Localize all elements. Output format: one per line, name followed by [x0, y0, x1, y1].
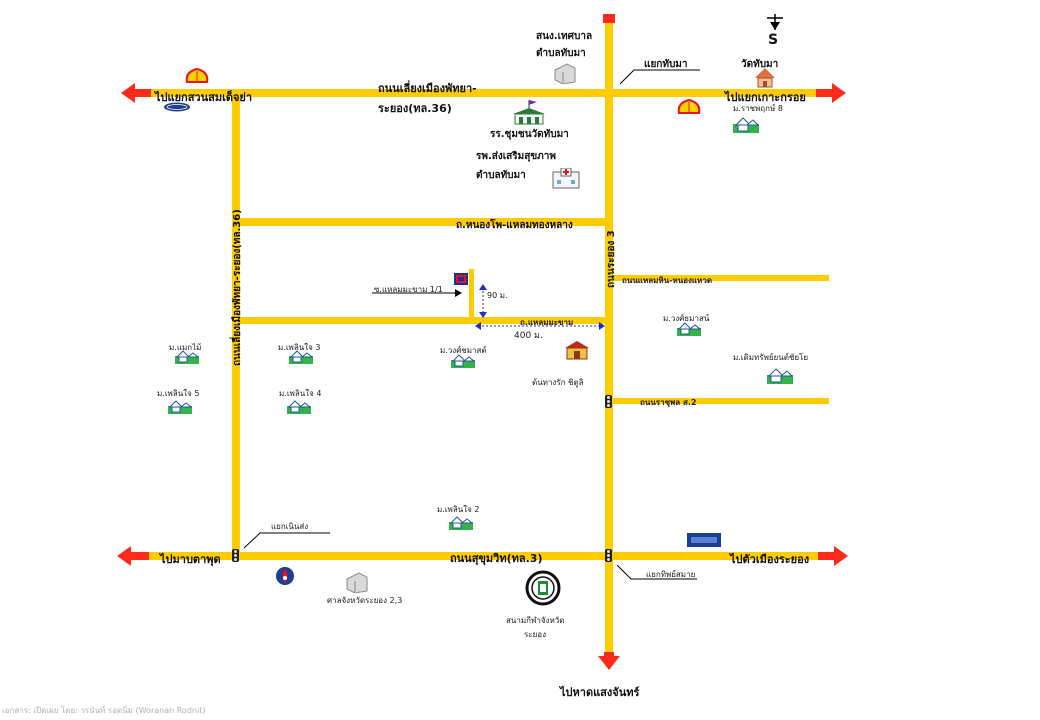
arrow-east-bottom-icon	[818, 546, 848, 566]
village-house-icon	[289, 350, 313, 364]
shell-station-icon	[677, 99, 701, 114]
office-flag-icon	[454, 273, 468, 285]
arrow-south-icon	[598, 652, 620, 670]
village-mae-label: ม.แมกไม้	[169, 343, 202, 352]
school-label: รร.ชุมชนวัดทับมา	[490, 129, 569, 140]
arrow-west-bottom-icon	[117, 546, 149, 566]
road-soi	[469, 269, 474, 317]
village-rich-label: ม.เดิมทรัพย์ยนต์ชัยโย	[733, 353, 809, 362]
court-building-icon	[346, 572, 368, 593]
ratchuphon-road-label: ถนนราชุพล ส.2	[640, 398, 697, 407]
distance-90-label: 90 ม.	[487, 291, 508, 300]
west-bottom-label: ไปมาบตาพุด	[160, 553, 221, 566]
junction-thipsamai-label: แยกทิพย์สมาย	[646, 570, 696, 579]
court-label: ศาลจังหวัดระยอง 2,3	[327, 596, 403, 605]
sukhumvit-label: ถนนสุขุมวิท(ทล.3)	[450, 552, 543, 565]
village-house-icon	[767, 368, 793, 384]
shop-icon	[565, 341, 589, 360]
distance-400-arrow	[475, 322, 605, 330]
compass-label: S	[768, 32, 779, 48]
road-ratchuphon	[613, 398, 829, 404]
west-top-label: ไปแยกสวนสมเด็จย่า	[155, 91, 253, 104]
junction-thapma-pointer	[620, 69, 700, 85]
village-house-icon	[677, 322, 701, 336]
stadium-emblem-icon	[525, 570, 561, 606]
junction-noensong-label: แยกเนินส่ง	[271, 522, 309, 531]
left-road-vertical-label: ถนนเลี่ยงเมืองพัทยา-ระยอง(ทล.36)	[232, 209, 243, 366]
soi-pointer	[372, 289, 462, 297]
arrow-west-top-icon	[121, 83, 151, 103]
municipal-label-2: ตำบลทับมา	[536, 48, 586, 59]
soi-road-label: ถ.แหลมมะขาม	[520, 318, 574, 327]
traffic-light-icon	[605, 395, 612, 408]
village-plern3-label: ม.เพลินใจ 3	[278, 343, 321, 352]
village-plern2-label: ม.เพลินใจ 2	[437, 505, 480, 514]
village-house-icon	[168, 400, 192, 414]
distance-400-label: 400 ม.	[514, 331, 543, 341]
shop-label: ต้นทางรัก ชิตูลิ	[532, 378, 584, 387]
road-right-vertical	[605, 22, 613, 656]
stadium-label: สนามกีฬาจังหวัด	[506, 616, 565, 625]
distance-90-arrow	[479, 284, 487, 318]
village-house-icon	[733, 117, 759, 133]
hospital-icon	[552, 168, 580, 189]
compass-icon	[767, 14, 783, 30]
east-bottom-label: ไปตัวเมืองระยอง	[730, 553, 810, 566]
road-nongpho	[240, 218, 605, 226]
school-icon	[513, 100, 545, 125]
municipal-label: สนง.เทศบาล	[536, 31, 593, 42]
village-house-icon	[451, 354, 475, 368]
nongpho-road-label: ถ.หนองโพ-แหลมทองหลาง	[456, 220, 573, 231]
ptt-station-icon	[276, 567, 294, 585]
east-top-label: ไปแยกเกาะกรอย	[725, 91, 806, 104]
road-top-end-marker	[603, 14, 615, 23]
arrow-east-top-icon	[816, 83, 846, 103]
road-top	[148, 89, 821, 97]
junction-thipsamai-pointer	[617, 565, 697, 580]
village-house-icon	[175, 350, 199, 364]
road-laem-makham	[240, 317, 605, 324]
village-house-icon	[287, 400, 311, 414]
traffic-light-icon	[605, 549, 612, 562]
bank-logo-icon	[687, 533, 721, 547]
temple-icon	[755, 68, 775, 88]
top-road-label: ถนนเลี่ยงเมืองพัทยา-	[378, 82, 477, 95]
hospital-label: รพ.ส่งเสริมสุขภาพ	[476, 151, 556, 162]
shell-station-icon	[185, 68, 209, 83]
south-label: ไปหาดแสงจันทร์	[560, 686, 640, 699]
temple-label: วัดทับมา	[741, 59, 779, 70]
road-sukhumvit	[148, 552, 821, 560]
village-house-icon	[449, 516, 473, 530]
municipal-building-icon	[554, 63, 576, 84]
soi-label: ซ.แหลมมะขาม 1/1	[374, 285, 443, 294]
junction-noensong-pointer	[244, 532, 330, 549]
road-laem-hin	[613, 275, 829, 281]
village-plern5-label: ม.เพลินใจ 5	[157, 389, 200, 398]
top-road-label-2: ระยอง(ทล.36)	[378, 102, 452, 115]
document-footer: เอกสาร: เปิดเผย โดย: วรนันท์ รอดนิ่ม (Wo…	[2, 706, 206, 715]
junction-thapma-label: แยกทับมา	[644, 59, 688, 70]
village-wong2-label: ม.วงศ์ธมาสน์	[663, 314, 710, 323]
village-8-label: ม.ราชพฤกษ์ 8	[733, 104, 783, 113]
laem-hin-road-label: ถนนแหลมหิน-หนองแหวด	[622, 276, 713, 285]
village-wong-label: ม.วงศ์ชมาสต์	[440, 346, 487, 355]
right-road-vertical-label: ถนนระยอง 3	[606, 230, 617, 288]
stadium-label-2: ระยอง	[524, 630, 546, 639]
road-left-vertical	[232, 97, 240, 552]
traffic-light-icon	[232, 549, 239, 562]
hospital-label-2: ตำบลทับมา	[476, 170, 526, 181]
village-plern4-label: ม.เพลินใจ 4	[279, 389, 322, 398]
ford-logo-icon	[164, 102, 190, 112]
